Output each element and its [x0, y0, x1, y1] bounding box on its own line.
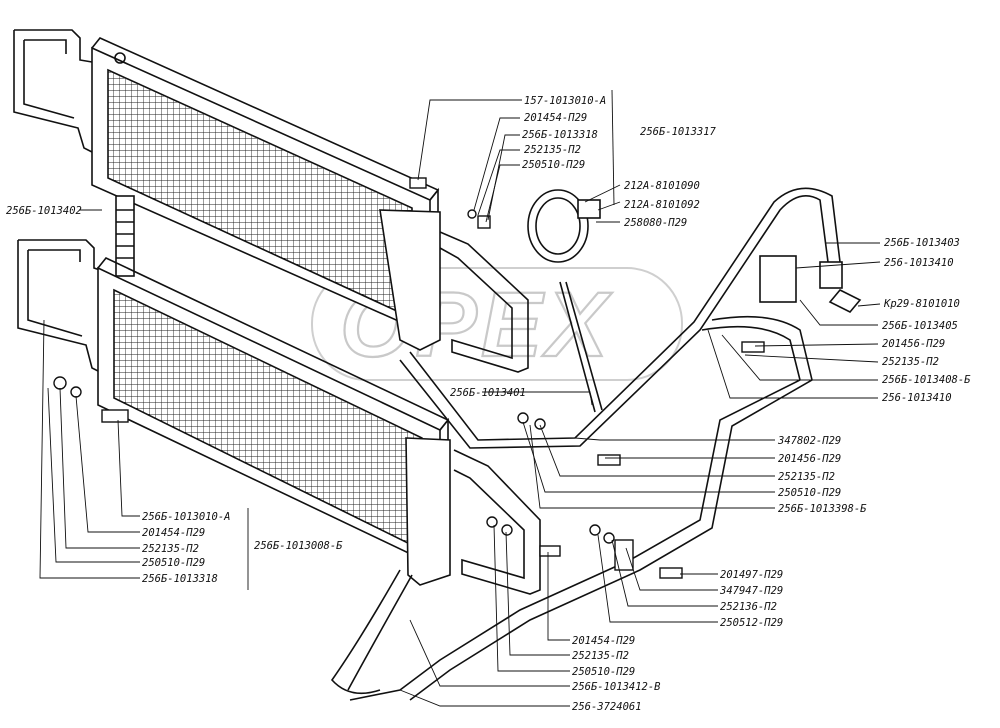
label-201456-p29-mid: 201456-П29: [778, 453, 841, 465]
label-347802-p29: 347802-П29: [777, 435, 841, 447]
label-347947-p29: 347947-П29: [719, 585, 783, 597]
label-157-1013010-a: 157-1013010-A: [524, 95, 606, 107]
label-250510-p29-mid: 250510-П29: [778, 487, 841, 499]
label-250510-p29-left: 250510-П29: [142, 557, 205, 569]
label-256b-1013010-a: 256Б-1013010-А: [142, 511, 231, 523]
label-256b-1013402: 256Б-1013402: [6, 205, 82, 217]
cooler-connector-hose: [115, 195, 135, 277]
label-256b-1013398-b: 256Б-1013398-Б: [778, 503, 867, 515]
leader-lines: [39, 89, 881, 707]
label-252135-p2-mid: 252135-П2: [778, 471, 835, 483]
label-256b-1013317: 256Б-1013317: [640, 126, 717, 138]
label-256b-1013318-top: 256Б-1013318: [522, 129, 598, 141]
label-252135-p2-bottom: 252135-П2: [572, 650, 629, 662]
lower-oil-cooler: [17, 239, 451, 586]
label-252135-p2-left: 252135-П2: [142, 543, 199, 555]
label-212a-8101090: 212А-8101090: [624, 180, 700, 192]
label-201454-p29-bottom: 201454-П29: [572, 635, 635, 647]
hose-clamp: [527, 189, 601, 263]
label-256b-1013412-v: 256Б-1013412-В: [572, 681, 661, 693]
label-256b-1013403: 256Б-1013403: [884, 237, 960, 249]
label-256b-1013408-b: 256Б-1013408-Б: [882, 374, 971, 386]
label-252135-p2-top: 252135-П2: [524, 144, 581, 156]
label-256-3724061: 256-3724061: [572, 701, 642, 713]
label-258080-p29: 258080-П29: [624, 217, 687, 229]
label-201497-p29: 201497-П29: [720, 569, 783, 581]
oil-pipelines: [330, 187, 862, 701]
label-201454-p29-top: 201454-П29: [524, 112, 587, 124]
label-256-1013410-lower: 256-1013410: [882, 392, 952, 404]
label-256b-1013008-b: 256Б-1013008-Б: [254, 540, 343, 552]
label-250512-p29: 250512-П29: [720, 617, 783, 629]
label-252135-p2-right: 252135-П2: [882, 356, 939, 368]
label-252136-p2: 252136-П2: [720, 601, 777, 613]
label-201456-p29-right: 201456-П29: [882, 338, 945, 350]
part-labels: 157-1013010-A 201454-П29 256Б-1013318 25…: [6, 95, 971, 713]
label-256-1013410-right: 256-1013410: [884, 257, 954, 269]
label-kr29-8101010: Кр29-8101010: [883, 298, 960, 310]
label-256b-1013401: 256Б-1013401: [450, 387, 526, 399]
mounting-brackets: [439, 231, 541, 595]
label-256b-1013405: 256Б-1013405: [882, 320, 958, 332]
fasteners: [53, 177, 765, 579]
label-250510-p29-bottom: 250510-П29: [572, 666, 635, 678]
label-212a-8101092: 212А-8101092: [624, 199, 700, 211]
label-250510-p29-top: 250510-П29: [522, 159, 585, 171]
upper-oil-cooler: [13, 29, 441, 351]
label-256b-1013318-left: 256Б-1013318: [142, 573, 218, 585]
label-201454-p29-left: 201454-П29: [142, 527, 205, 539]
